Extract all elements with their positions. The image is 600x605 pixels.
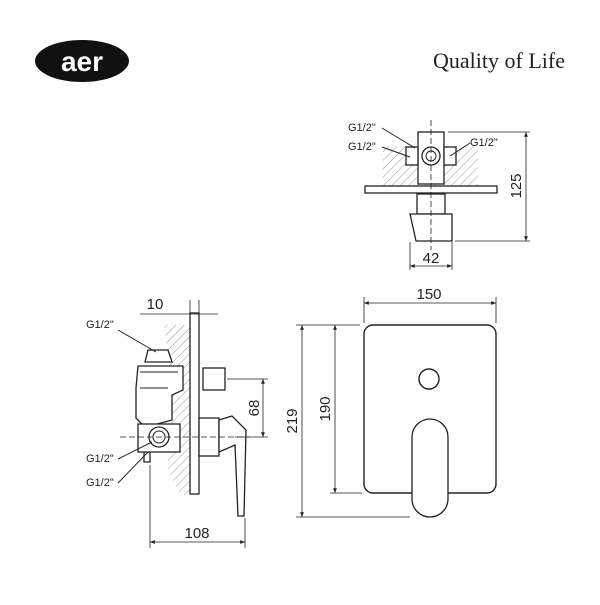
top-dim-width: 42 — [423, 250, 440, 267]
front-view: 150 219 190 — [284, 286, 497, 518]
top-label-1: G1/2" — [348, 122, 376, 134]
top-label-3: G1/2" — [470, 137, 498, 149]
brand-logo: aer — [35, 40, 129, 82]
tagline: Quality of Life — [433, 48, 565, 73]
side-label-2: G1/2" — [86, 453, 114, 465]
front-dim-plate-height: 190 — [317, 396, 334, 421]
side-label-1: G1/2" — [86, 319, 114, 331]
side-lever — [218, 415, 247, 517]
top-view: G1/2" G1/2" G1/2" 125 42 — [348, 120, 530, 270]
side-dim-plate: 10 — [147, 296, 164, 313]
side-dim-depth: 108 — [184, 525, 209, 542]
top-dim-height: 125 — [508, 173, 525, 198]
top-label-2: G1/2" — [348, 141, 376, 153]
side-view: 10 G1/2" G1/2" G1/2" 68 108 — [86, 296, 268, 548]
front-dim-total-height: 219 — [284, 408, 301, 433]
side-cover-plate — [189, 312, 200, 495]
front-dim-width: 150 — [416, 286, 441, 303]
front-diverter-knob — [418, 368, 440, 390]
logo-text: aer — [61, 46, 103, 77]
front-lever — [411, 418, 449, 518]
side-label-3: G1/2" — [86, 477, 114, 489]
side-dim-spacing: 68 — [246, 400, 263, 417]
